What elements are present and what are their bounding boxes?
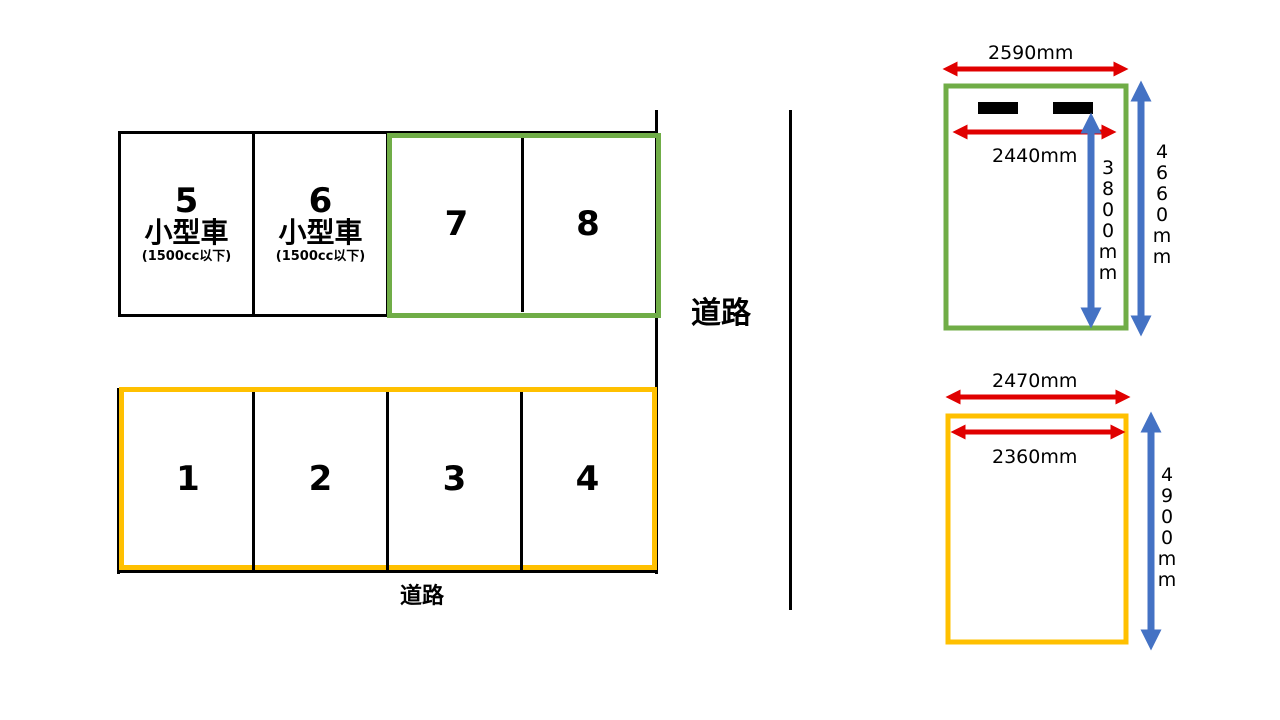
divider-1-2 <box>252 392 255 570</box>
space-number: 3 <box>442 458 467 499</box>
space-type: 小型車 <box>278 215 363 249</box>
parking-space-2: 2 <box>255 392 386 565</box>
green-outer-width-label: 2590mm <box>988 42 1074 64</box>
green-outer-length-label: 4 6 6 0 m m <box>1152 141 1172 268</box>
road-label-bottom: 道路 <box>400 584 445 609</box>
road-far-line <box>789 110 792 610</box>
parking-space-5: 5 小型車 (1500cc以下) <box>121 134 252 314</box>
divider-3-4 <box>520 392 523 570</box>
parking-space-8: 8 <box>524 138 652 310</box>
space-number: 4 <box>575 458 600 499</box>
space-note: (1500cc以下) <box>275 248 366 264</box>
green-inner-length-label: 3 8 0 0 m m <box>1098 157 1118 284</box>
road-edge-line <box>655 110 658 574</box>
bottom-row-base-line <box>117 570 658 573</box>
parking-space-3: 3 <box>389 392 520 565</box>
parking-space-1: 1 <box>124 392 252 565</box>
divider-5-6 <box>252 131 255 317</box>
yellow-length-label: 4 9 0 0 m m <box>1157 464 1177 591</box>
bottom-row-left-border <box>117 388 120 574</box>
parking-space-7: 7 <box>392 138 521 310</box>
space-number: 2 <box>308 458 333 499</box>
top-row-left-border <box>118 131 121 317</box>
green-inner-width-label: 2440mm <box>992 145 1078 167</box>
parking-space-4: 4 <box>523 392 652 565</box>
yellow-outer-width-label: 2470mm <box>992 370 1078 392</box>
space-type: 小型車 <box>144 215 229 249</box>
parking-space-6: 6 小型車 (1500cc以下) <box>255 134 386 314</box>
space-number: 5 <box>174 180 199 221</box>
road-label-right: 道路 <box>691 296 751 331</box>
divider-7-8 <box>521 136 524 312</box>
space-number: 6 <box>308 180 333 221</box>
green-highlight-box <box>387 133 661 318</box>
space-note: (1500cc以下) <box>141 248 232 264</box>
divider-2-3 <box>386 392 389 570</box>
space-number: 8 <box>576 204 600 244</box>
space-number: 1 <box>176 458 200 499</box>
yellow-inner-width-label: 2360mm <box>992 446 1078 468</box>
space-number: 7 <box>444 204 469 244</box>
